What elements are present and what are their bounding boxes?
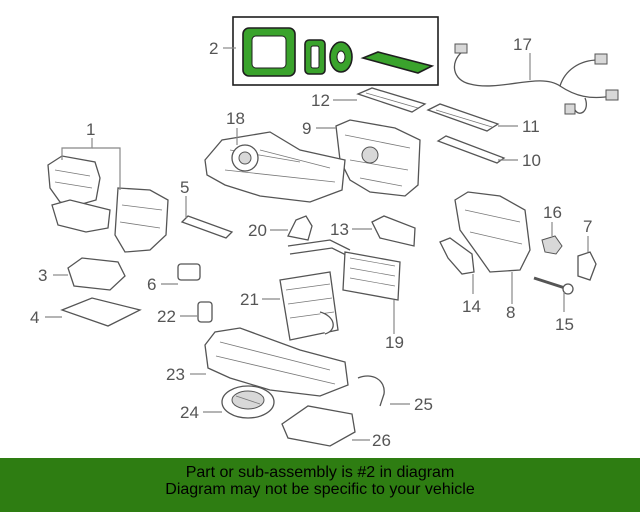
- callout-15: 15: [555, 315, 574, 334]
- part-13-door: [371, 215, 416, 247]
- part-22-valve: [197, 301, 213, 323]
- part-25-drain-hose: [357, 375, 385, 407]
- part-11-door: [426, 103, 500, 132]
- part-10-shaft: [436, 135, 506, 164]
- callout-5: 5: [180, 178, 189, 197]
- callout-11: 11: [522, 117, 540, 136]
- part-26-plate: [281, 405, 356, 447]
- callout-labels: 1 2 3 4 5 6 7 8 9 10 11 12 13 14 15 16 1…: [30, 35, 592, 450]
- highlighted-part-2-group[interactable]: [232, 16, 439, 86]
- part-24-blower-motor: [221, 385, 275, 419]
- callout-14: 14: [462, 297, 481, 316]
- part-9-case: [335, 119, 421, 197]
- callout-19: 19: [385, 333, 404, 352]
- callout-24: 24: [180, 403, 199, 422]
- callout-16: 16: [543, 203, 562, 222]
- callout-12: 12: [311, 91, 330, 110]
- callout-10: 10: [522, 151, 541, 170]
- part-5-filter: [180, 215, 234, 239]
- callout-23: 23: [166, 365, 185, 384]
- part-1-duct-assembly: [47, 155, 169, 253]
- part-6-sensor: [177, 263, 201, 281]
- banner-line-1: Part or sub-assembly is #2 in diagram: [185, 464, 455, 481]
- info-banner: Part or sub-assembly is #2 in diagram Di…: [0, 458, 640, 512]
- part-12-filter-door: [356, 87, 427, 113]
- callout-8: 8: [506, 303, 515, 322]
- seal-strip: [360, 51, 435, 74]
- part-15-sensor: [533, 276, 574, 295]
- part-21-evaporator: [279, 271, 339, 341]
- callout-21: 21: [240, 290, 259, 309]
- parts-diagram: 1 2 3 4 5 6 7 8 9 10 11 12 13 14 15 16 1…: [30, 16, 619, 450]
- part-19-heater-core: [287, 239, 401, 301]
- part-7-actuator: [577, 251, 597, 281]
- part-4-cabin-filter: [60, 297, 142, 327]
- callout-13: 13: [330, 220, 349, 239]
- part-3-cover: [67, 257, 126, 291]
- callout-6: 6: [147, 275, 156, 294]
- part-8-case-half: [454, 191, 531, 273]
- callout-20: 20: [248, 221, 267, 240]
- callout-9: 9: [302, 119, 311, 138]
- part-14-bracket: [439, 237, 475, 275]
- callout-1: 1: [86, 120, 95, 139]
- callout-22: 22: [157, 307, 176, 326]
- callout-25: 25: [414, 395, 433, 414]
- callout-18: 18: [226, 109, 245, 128]
- callout-2: 2: [209, 39, 218, 58]
- callout-7: 7: [583, 217, 592, 236]
- part-18-upper-case: [204, 131, 346, 203]
- part-20-bracket: [287, 215, 313, 241]
- callout-3: 3: [38, 266, 47, 285]
- part-16-actuator: [541, 235, 563, 255]
- callout-26: 26: [372, 431, 391, 450]
- leader-lines: [45, 47, 589, 441]
- callout-4: 4: [30, 308, 39, 327]
- banner-line-2: Diagram may not be specific to your vehi…: [165, 481, 475, 498]
- callout-17: 17: [513, 35, 532, 54]
- part-23-lower-case: [204, 327, 349, 397]
- part-17-wiring-harness: [453, 43, 619, 115]
